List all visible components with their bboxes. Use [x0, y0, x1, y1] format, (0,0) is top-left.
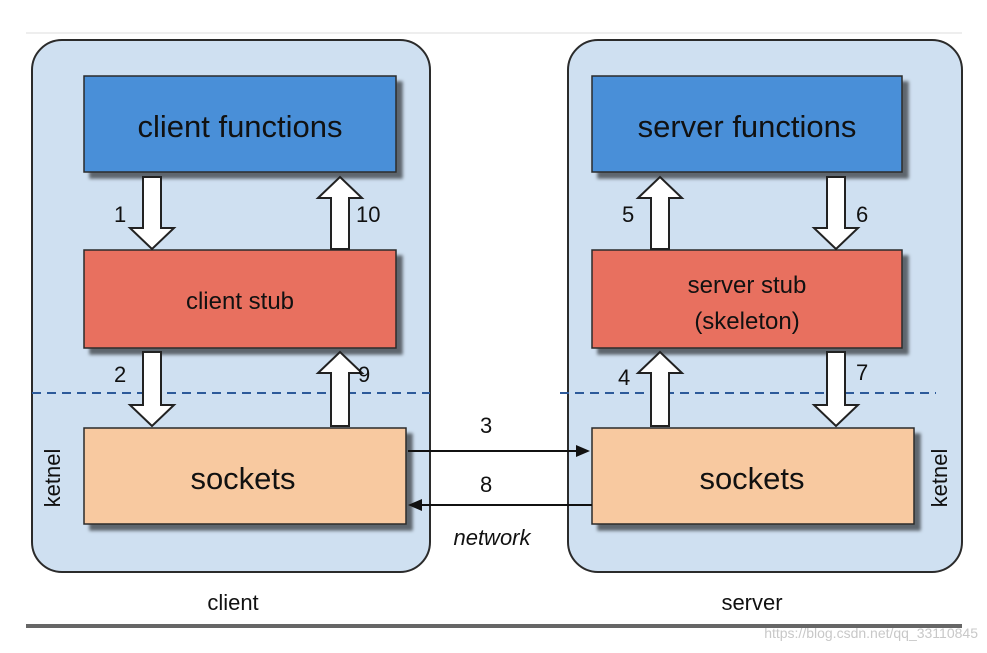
client-sockets-box — [83, 427, 407, 525]
step-1-label: 1 — [114, 202, 126, 227]
arrow-step-8-head — [408, 499, 422, 511]
server-stub-box — [591, 249, 903, 349]
server-functions-box — [591, 75, 903, 173]
client-sockets-label: sockets — [190, 461, 295, 496]
step-10-label: 10 — [356, 202, 380, 227]
watermark: https://blog.csdn.net/qq_33110845 — [764, 625, 978, 641]
arrow-step-9 — [315, 350, 365, 427]
server-sockets-label: sockets — [699, 461, 804, 496]
client-functions-box — [83, 75, 397, 173]
step-9-label: 9 — [358, 362, 370, 387]
arrow-step-5 — [635, 175, 685, 250]
bottom-rule — [26, 624, 962, 628]
server-functions-label: server functions — [638, 109, 857, 144]
arrow-step-2 — [127, 351, 177, 428]
client-kernel-label: ketnel — [40, 449, 65, 508]
step-2-label: 2 — [114, 362, 126, 387]
arrow-step-4 — [635, 350, 685, 427]
arrow-step-1 — [127, 176, 177, 251]
client-stub-box — [83, 249, 397, 349]
step-4-label: 4 — [618, 365, 630, 390]
step-8-label: 8 — [480, 472, 492, 497]
network-label: network — [453, 525, 531, 550]
arrow-step-7 — [811, 351, 861, 428]
server-sockets-box — [591, 427, 915, 525]
server-stub-label-line1: server stub — [688, 272, 807, 299]
client-stub-label: client stub — [186, 288, 294, 315]
step-7-label: 7 — [856, 360, 868, 385]
client-label: client — [207, 590, 258, 615]
client-functions-label: client functions — [137, 109, 342, 144]
step-3-label: 3 — [480, 413, 492, 438]
step-6-label: 6 — [856, 202, 868, 227]
server-kernel-label: ketnel — [927, 449, 952, 508]
server-label: server — [721, 590, 782, 615]
arrow-step-6 — [811, 176, 861, 251]
server-stub-label-line2: (skeleton) — [694, 308, 799, 335]
step-5-label: 5 — [622, 202, 634, 227]
arrow-step-3-head — [576, 445, 590, 457]
arrow-step-10 — [315, 175, 365, 250]
